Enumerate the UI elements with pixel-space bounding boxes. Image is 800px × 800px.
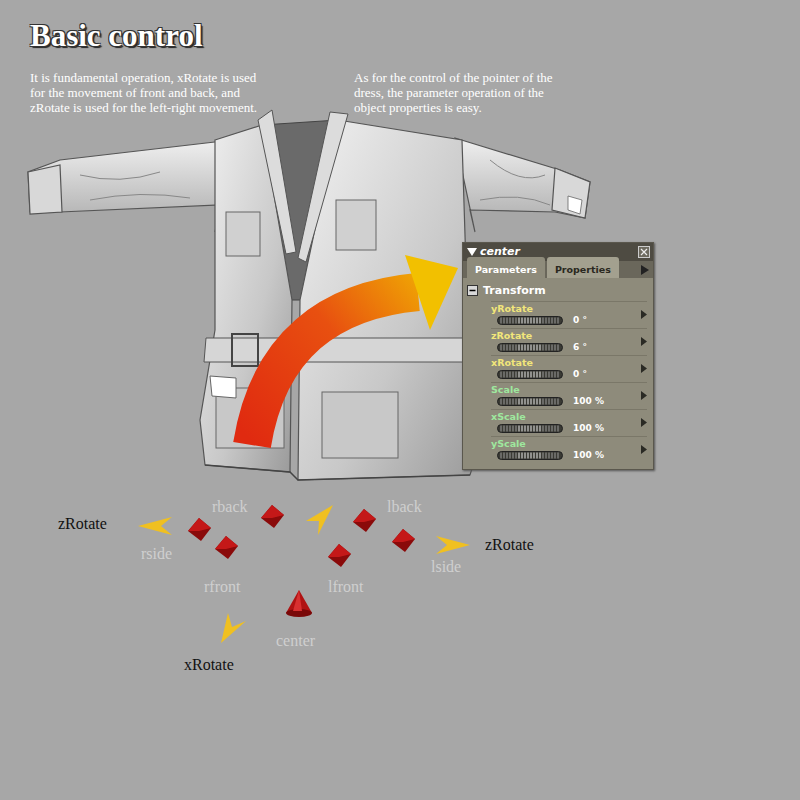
point-label: lfront (328, 578, 364, 596)
parameter-row: zRotate 6 ° (491, 328, 647, 355)
control-point: rfront (204, 578, 240, 596)
row-arrow (641, 418, 647, 427)
dial-slider (497, 451, 563, 460)
row-arrow (641, 391, 647, 400)
parameter-value: 100 % (573, 450, 604, 460)
parameter-name: zRotate (491, 330, 532, 341)
dial-slider (497, 343, 563, 352)
collapse-box (467, 285, 478, 296)
parameter-value: 0 ° (573, 369, 587, 379)
tab-label: Parameters (475, 264, 537, 275)
parameter-name: xRotate (491, 357, 533, 368)
control-point: rside (141, 545, 172, 563)
tab-bar: Parameters Properties (463, 261, 653, 278)
title: Basic control (30, 18, 203, 54)
row-arrow (641, 445, 647, 454)
group-header: Transform (463, 281, 653, 301)
axis-label: zRotate (485, 536, 534, 554)
dial-slider (497, 397, 563, 406)
diamond-marker (213, 535, 239, 561)
note-text: As for the control of the pointer of the… (354, 70, 559, 115)
group-title: Transform (483, 281, 653, 301)
cone-marker (284, 589, 314, 619)
parameter-name: xScale (491, 411, 526, 422)
diamond-marker (259, 504, 285, 530)
dial-slider (497, 370, 563, 379)
control-point: lback (387, 498, 422, 516)
menu-arrow (641, 265, 649, 275)
collapse-arrow (467, 248, 477, 256)
parameter-row: Scale 100 % (491, 382, 647, 409)
diamond-marker (390, 528, 416, 554)
parameter-row: yRotate 0 ° (491, 301, 647, 328)
row-arrow (641, 337, 647, 346)
parameter-name: yScale (491, 438, 526, 449)
properties-panel: centerParametersPropertiesTransformyRota… (462, 242, 654, 470)
diamond-marker (186, 517, 212, 543)
note-text: It is fundamental operation, xRotate is … (30, 70, 268, 115)
tab: Properties (547, 257, 619, 278)
point-label: rside (141, 545, 172, 563)
parameter-name: yRotate (491, 303, 533, 314)
close-box (638, 246, 650, 258)
point-label: rback (212, 498, 248, 516)
parameter-value: 100 % (573, 396, 604, 406)
parameter-name: Scale (491, 384, 520, 395)
control-point: lfront (328, 578, 364, 596)
parameter-value: 100 % (573, 423, 604, 433)
control-point: rback (212, 498, 248, 516)
point-label: rfront (204, 578, 240, 596)
point-label: lback (387, 498, 422, 516)
dial-slider (497, 424, 563, 433)
dial-slider (497, 316, 563, 325)
parameter-row: xScale 100 % (491, 409, 647, 436)
axis-label: xRotate (184, 656, 234, 674)
parameter-row: xRotate 0 ° (491, 355, 647, 382)
point-label: lside (431, 558, 461, 576)
parameter-value: 6 ° (573, 342, 587, 352)
parameter-value: 0 ° (573, 315, 587, 325)
diamond-marker (326, 543, 352, 569)
parameter-row: yScale 100 % (491, 436, 647, 463)
tab: Parameters (467, 257, 545, 278)
axis-label: zRotate (58, 515, 107, 533)
diamond-marker (351, 508, 377, 534)
control-point: lside (431, 558, 461, 576)
point-label: center (276, 632, 315, 650)
row-arrow (641, 310, 647, 319)
row-arrow (641, 364, 647, 373)
control-point: center (276, 632, 315, 650)
tab-label: Properties (555, 264, 611, 275)
